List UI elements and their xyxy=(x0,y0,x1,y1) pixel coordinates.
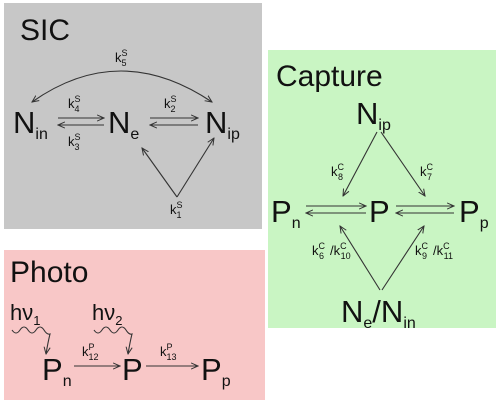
capture-species-p-n: Pn xyxy=(271,194,301,232)
sic-arrow-k1-to-nip xyxy=(176,138,214,198)
capture-species-n-e-n-in: Ne/Nin xyxy=(341,294,416,332)
capture-species-n-ip: Nip xyxy=(356,96,391,134)
capture-arrow-k8 xyxy=(343,131,378,196)
capture-species-p-p: Pp xyxy=(459,194,489,232)
capture-arrow-k6-k10 xyxy=(340,226,381,291)
capture-species-p: P xyxy=(369,194,390,229)
capture-arrow-k9-k11 xyxy=(381,226,424,291)
sic-species-n-in: Nin xyxy=(13,105,48,143)
photo-title: Photo xyxy=(10,256,88,289)
photo-species-p-n: Pn xyxy=(42,352,72,390)
photo-photon-1: hν1 xyxy=(10,300,40,328)
capture-arrow-k7 xyxy=(380,131,425,196)
photo-panel xyxy=(4,250,265,400)
sic-panel xyxy=(4,3,262,229)
capture-panel xyxy=(268,50,496,328)
photo-wavy-arrow-1 xyxy=(11,326,51,354)
photo-photon-2: hν2 xyxy=(92,300,122,328)
photo-wavy-arrow-2 xyxy=(93,326,133,354)
photo-species-p: P xyxy=(122,352,143,387)
sic-title: SIC xyxy=(20,14,70,47)
capture-title: Capture xyxy=(276,60,383,93)
photo-species-p-p: Pp xyxy=(201,352,231,390)
sic-species-n-e: Ne xyxy=(108,105,139,143)
sic-arrow-k5 xyxy=(32,70,212,102)
sic-species-n-ip: Nip xyxy=(205,105,240,143)
sic-arrow-k1-to-ne xyxy=(142,148,178,198)
